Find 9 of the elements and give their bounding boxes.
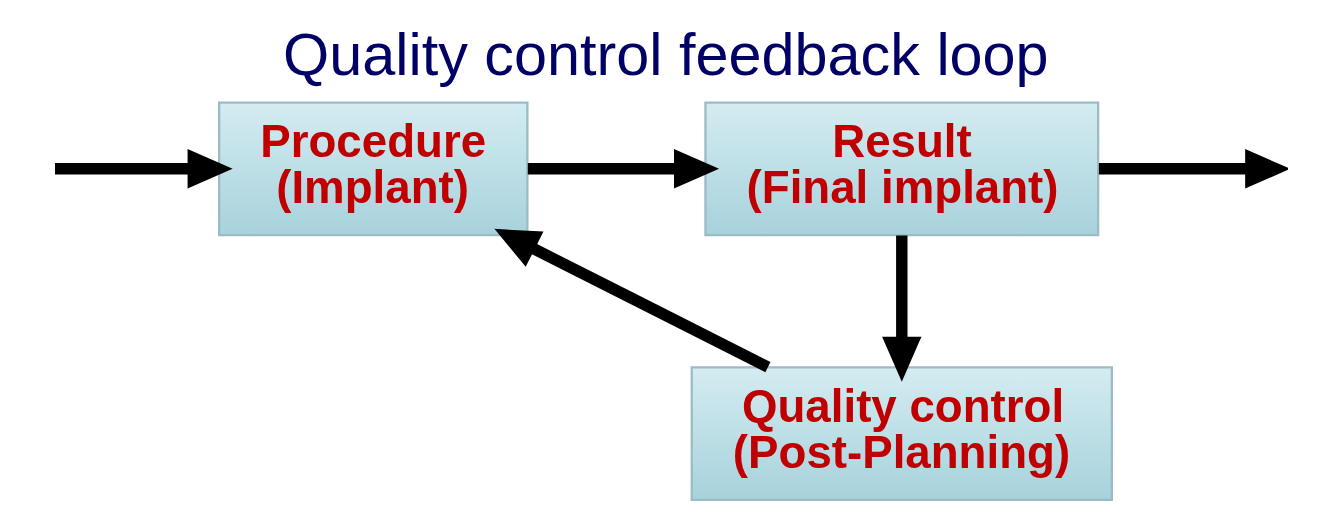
node-box: Procedure (Implant) [217,100,528,236]
arrow [54,148,233,189]
arrow [881,235,921,382]
arrow [1098,148,1288,189]
diagram-title: Quality control feedback loop [282,20,1049,88]
node-box: Quality control (Post-Planning) [690,365,1113,501]
arrow [493,228,770,372]
arrow [527,148,719,189]
node-box: Result (Final implant) [703,100,1099,236]
